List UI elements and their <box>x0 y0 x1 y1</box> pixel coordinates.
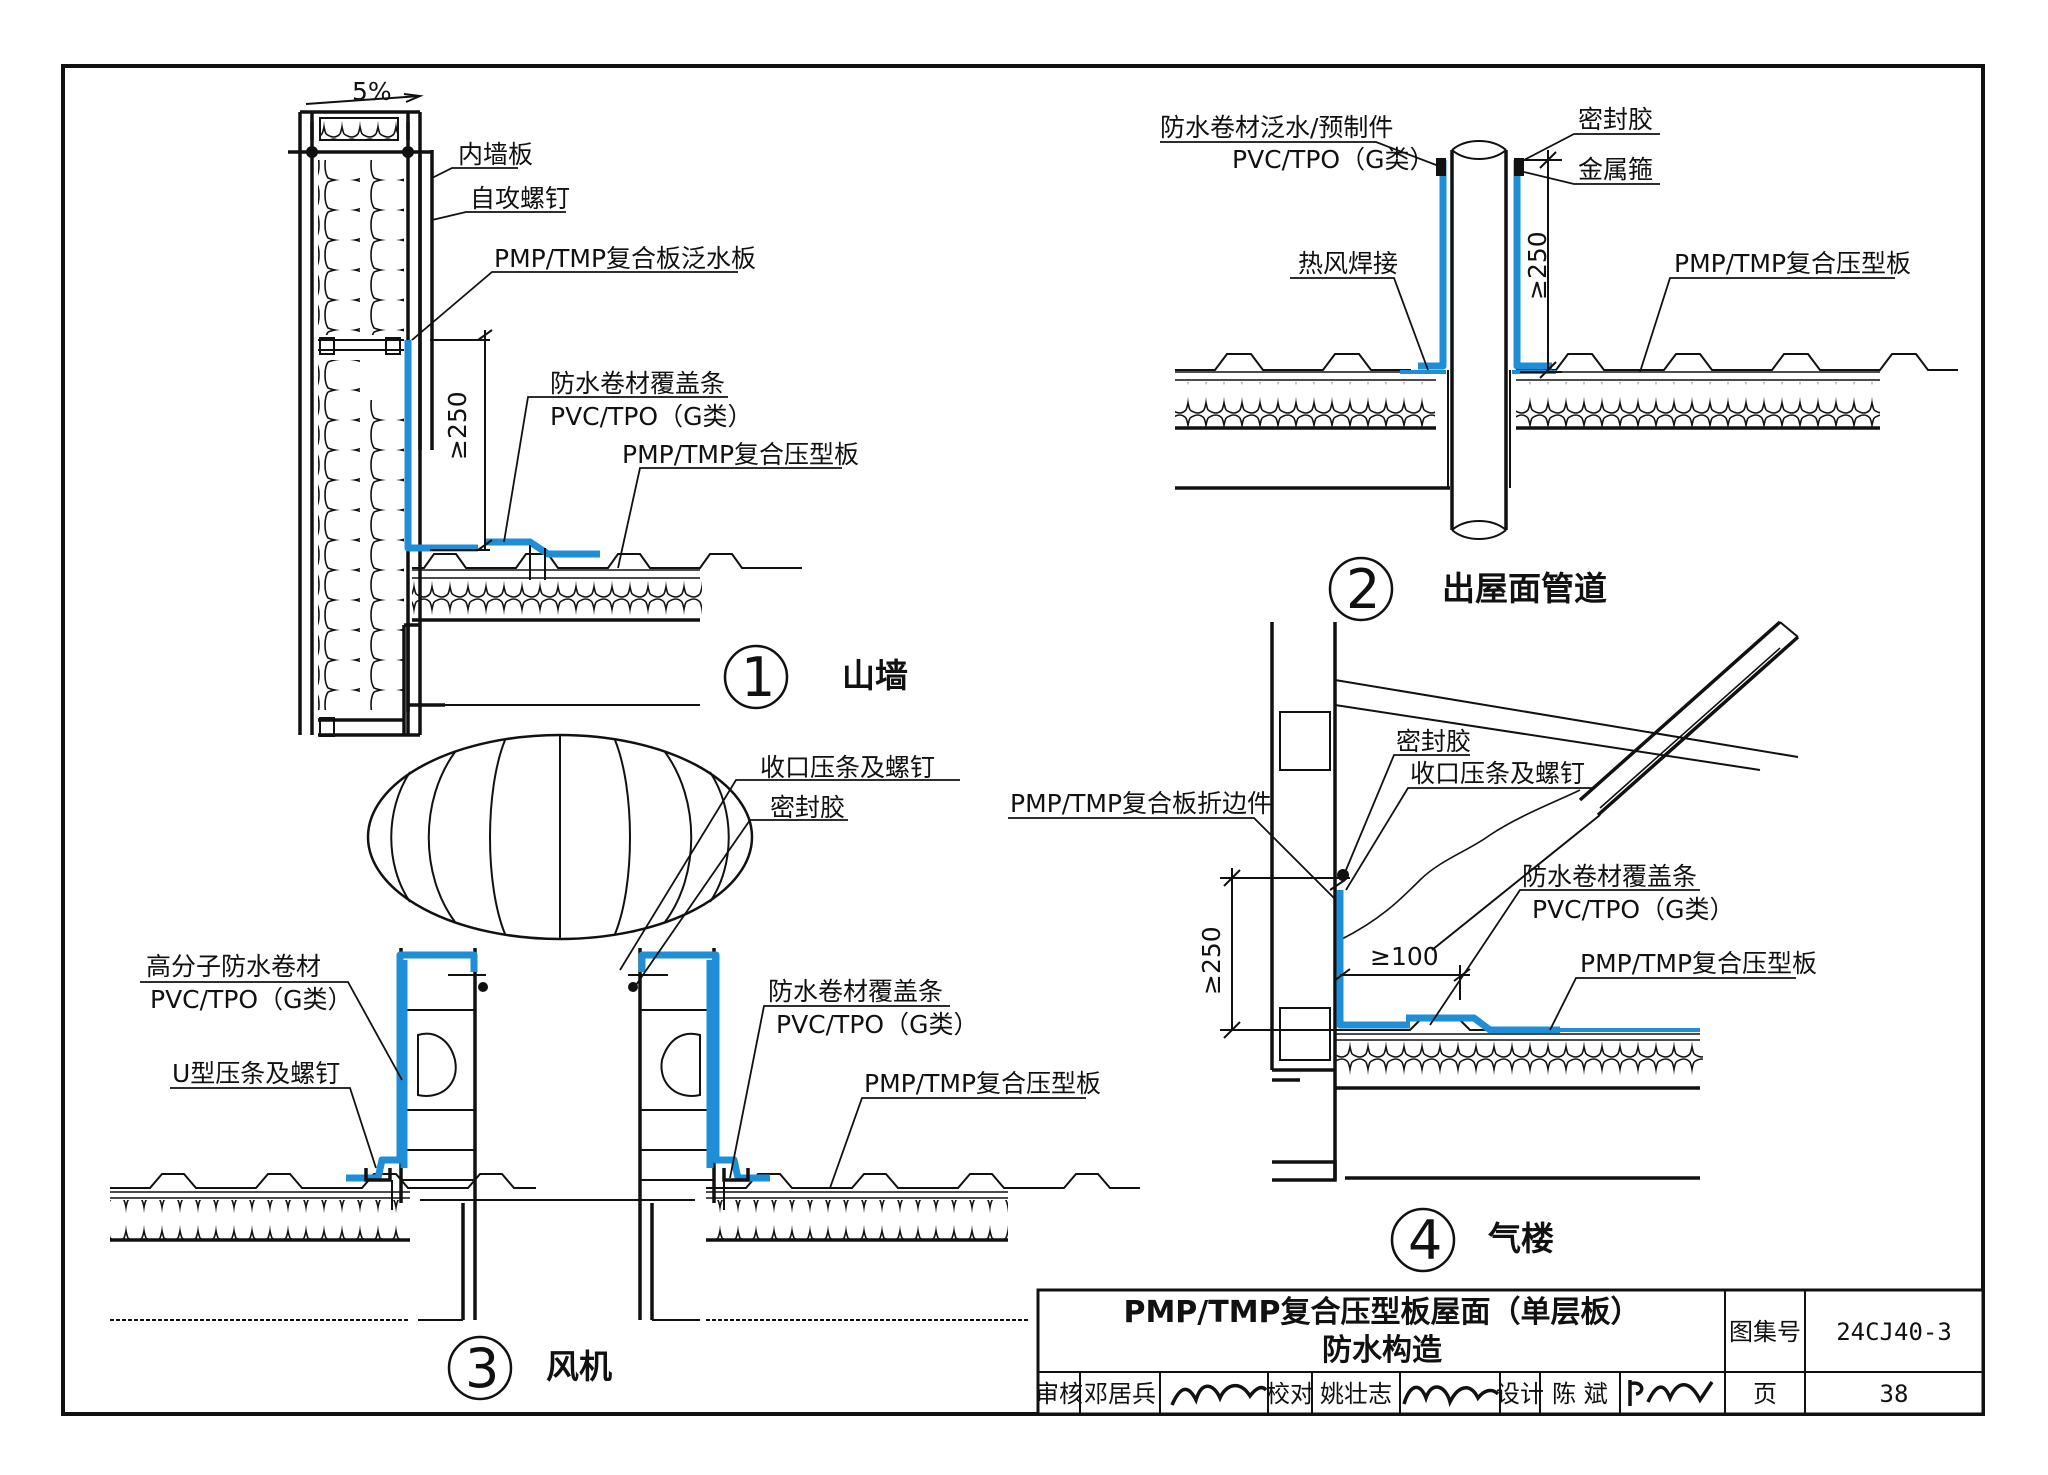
d4-label-cover-strip: 防水卷材覆盖条 <box>1522 862 1697 891</box>
atlas-label: 图集号 <box>1729 1318 1801 1346</box>
d3-label-membrane: 高分子防水卷材 <box>146 952 321 981</box>
title-block: PMP/TMP复合压型板屋面（单层板） 防水构造 图集号 24CJ40-3 页 … <box>1035 1288 1985 1416</box>
atlas-number: 24CJ40-3 <box>1836 1318 1952 1346</box>
page-number: 38 <box>1880 1380 1909 1408</box>
d1-label-roof-panel: PMP/TMP复合压型板 <box>622 440 859 469</box>
d1-slope-label: 5% <box>352 77 392 106</box>
d2-label-flashing: 防水卷材泛水/预制件 <box>1160 113 1393 142</box>
d1-number: 1 <box>741 646 775 709</box>
d4-label-sealant: 密封胶 <box>1396 727 1471 756</box>
d2-title: 出屋面管道 <box>1442 569 1607 608</box>
page-label: 页 <box>1753 1380 1777 1408</box>
d2-label-roof-panel: PMP/TMP复合压型板 <box>1674 249 1911 278</box>
d1-label-cover-strip-type: PVC/TPO（G类） <box>550 402 752 431</box>
d4-dim-horizontal: ≥100 <box>1370 942 1439 971</box>
d3-number: 3 <box>465 1337 499 1400</box>
d2-label-sealant: 密封胶 <box>1578 105 1653 134</box>
d3-label-membrane-type: PVC/TPO（G类） <box>150 985 352 1014</box>
d3-label-roof-panel: PMP/TMP复合压型板 <box>864 1069 1101 1098</box>
d1-label-screw: 自攻螺钉 <box>470 184 570 213</box>
d2-label-welding: 热风焊接 <box>1298 249 1398 278</box>
detail-1-gable-wall: 5% ≥250 <box>288 77 908 737</box>
d1-label-flashing: PMP/TMP复合板泛水板 <box>494 244 756 273</box>
detail-2-roof-pipe: ≥250 防水卷材泛水/预制件 PVC/TPO（G类） 密封胶 金属箍 热风焊接… <box>1160 105 1958 622</box>
checker-name: 姚壮志 <box>1320 1380 1392 1408</box>
d4-label-roof-panel: PMP/TMP复合压型板 <box>1580 949 1817 978</box>
d2-label-flashing-type: PVC/TPO（G类） <box>1232 145 1434 174</box>
signature-checker <box>1402 1385 1500 1408</box>
review-label: 审核 <box>1035 1380 1083 1408</box>
signature-reviewer <box>1170 1384 1268 1406</box>
d1-title: 山墙 <box>842 656 908 695</box>
design-label: 设计 <box>1496 1380 1544 1408</box>
d3-label-closure: 收口压条及螺钉 <box>760 753 935 782</box>
d3-label-cover-strip-type: PVC/TPO（G类） <box>776 1010 978 1039</box>
d3-title: 风机 <box>546 1347 612 1386</box>
d1-dim-250: ≥250 <box>443 391 472 460</box>
title-line-2: 防水构造 <box>1322 1333 1442 1368</box>
d4-label-cover-strip-type: PVC/TPO（G类） <box>1532 895 1734 924</box>
d4-dim-vertical: ≥250 <box>1197 926 1226 995</box>
d4-label-fold-piece: PMP/TMP复合板折边件 <box>1010 789 1272 818</box>
signature-designer <box>1628 1380 1714 1406</box>
d1-label-inner-panel: 内墙板 <box>458 140 533 169</box>
d1-label-cover-strip: 防水卷材覆盖条 <box>550 369 725 398</box>
d3-label-sealant: 密封胶 <box>770 793 845 822</box>
title-line-1: PMP/TMP复合压型板屋面（单层板） <box>1123 1295 1640 1330</box>
check-label: 校对 <box>1266 1380 1314 1408</box>
d4-title: 气楼 <box>1488 1219 1554 1258</box>
d4-label-closure: 收口压条及螺钉 <box>1410 759 1585 788</box>
detail-4-monitor-roof: ≥250 ≥100 密封胶 收口压条及螺钉 PMP/TMP复合板折边件 防水卷材… <box>1008 620 1817 1273</box>
d4-number: 4 <box>1408 1209 1442 1272</box>
designer-name: 陈 斌 <box>1552 1380 1608 1408</box>
d2-dim-250: ≥250 <box>1523 231 1552 300</box>
d3-label-cover-strip: 防水卷材覆盖条 <box>768 977 943 1006</box>
sheet-border <box>61 64 1985 1416</box>
d2-label-clamp: 金属箍 <box>1578 155 1653 184</box>
d2-number: 2 <box>1346 558 1380 621</box>
reviewer-name: 邓居兵 <box>1084 1380 1156 1408</box>
d3-label-u-strip: U型压条及螺钉 <box>172 1059 340 1088</box>
detail-3-roof-fan: 收口压条及螺钉 密封胶 高分子防水卷材 PVC/TPO（G类） U型压条及螺钉 … <box>110 733 1140 1401</box>
